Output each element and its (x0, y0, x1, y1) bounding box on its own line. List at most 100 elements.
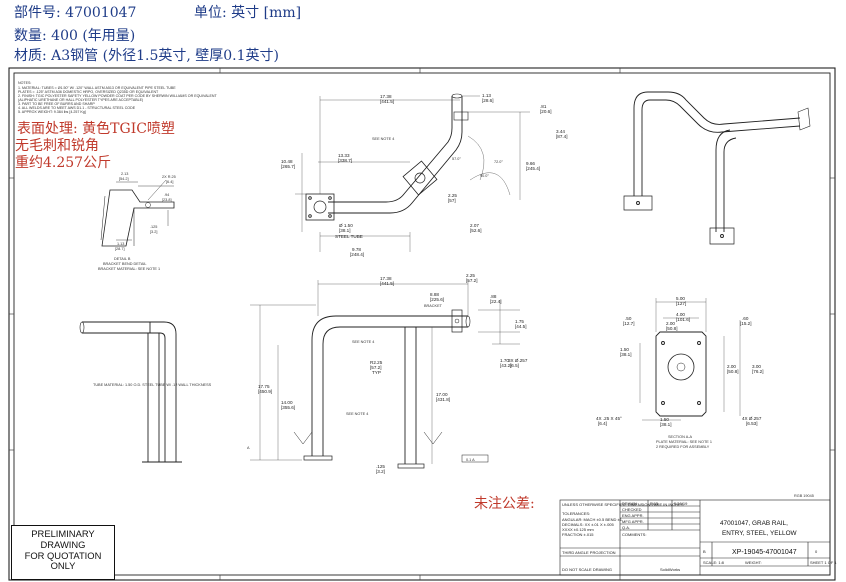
dim-text: [6.5] (510, 363, 519, 368)
front-view (250, 280, 520, 469)
dim-text: [23.8] (162, 198, 172, 202)
dim-text: 2X R.25 (162, 175, 176, 179)
ref-code: RGB 19045 (794, 494, 814, 498)
tb-text: FRACTION ±.015 (562, 532, 594, 537)
note-line: 3. PART TO BE FREE OF BURRS AND SHARP (18, 102, 95, 106)
material-label: 材质: A3钢管 (外径1.5英寸, 壁厚0.1英寸) (14, 48, 279, 64)
dim-text: [441.5] (380, 281, 394, 286)
tb-text: TOLERANCES: (562, 511, 590, 516)
bracket-label: BRACKET (424, 304, 443, 308)
dim-text: 10.48 (281, 159, 293, 164)
dim-text: 17.38 (380, 94, 392, 99)
tb-text: UNLESS OTHERWISE SPECIFIED: DIMENSIONS A… (562, 502, 684, 507)
side-view (79, 321, 182, 463)
notes-title: NOTES: (18, 81, 31, 85)
drawing-title: 47001047, GRAB RAIL, (720, 520, 788, 527)
dim-text: [338.7] (338, 158, 352, 163)
tb-text: RAB (650, 501, 659, 506)
dim-text: [101.6] (676, 317, 690, 322)
dim-text: 17.00 (436, 392, 448, 397)
dim-text: [43.2] (500, 363, 512, 368)
detail-label: BRACKET BEND DETAIL (103, 262, 147, 266)
dim-text: [6.4] (166, 180, 173, 184)
dim-text: [6.53] (746, 421, 758, 426)
dim-text: R2.25 (370, 360, 383, 365)
dim-text: 2.00 (666, 321, 675, 326)
weight-annotation: 重约4.257公斤 (15, 155, 112, 171)
dim-text: .94 (164, 193, 169, 197)
top-view (295, 93, 530, 252)
tb-text: B (703, 549, 706, 554)
dim-text: 1.13 (117, 242, 124, 246)
dim-text: [248.4] (350, 252, 364, 257)
dim-text: [6.4] (598, 421, 607, 426)
dim-text: 1.70 (500, 358, 509, 363)
zone-ticks (9, 68, 835, 580)
title-block (559, 499, 831, 576)
dim-text: .50 (625, 316, 632, 321)
note-line: (ALIPHATIC URETHANE OR HALL POLYESTER TY… (18, 98, 143, 102)
detail-b-view (100, 179, 175, 247)
tb-text: WEIGHT: (745, 560, 762, 565)
dim-text: 14.00 (281, 400, 293, 405)
front-view-dims: 17.38 [441.5] 2.25 [57.2] 8.88 [225.6] B… (247, 273, 528, 474)
dim-text: [450.9] (258, 389, 272, 394)
dim-text: [57.2] (370, 365, 382, 370)
tb-text: 5/16/19 (674, 501, 688, 506)
dim-text: 3.00 (752, 364, 761, 369)
tb-text: Q.A. (622, 525, 630, 530)
dim-text: [28.6] (482, 98, 494, 103)
dim-text: [3.2] (376, 469, 385, 474)
dim-text: [355.6] (281, 405, 295, 410)
dim-text: 5.00 (676, 296, 685, 301)
dim-text: STEEL TUBE (335, 234, 363, 239)
dim-text: [20.6] (540, 109, 552, 114)
dim-text: [38.1] (339, 228, 351, 233)
tb-text: DRAWN (622, 501, 637, 506)
dim-text: 2.25 (466, 273, 475, 278)
dim-text: .88 (490, 294, 497, 299)
dim-text: .125 (150, 225, 157, 229)
note-line: 4. ALL WELDS ARE TO MEET AWS D1.1 - STRU… (18, 106, 136, 110)
dim-text: 13.33 (338, 153, 350, 158)
note-line: 2. FINISH: TGIC POLYESTER SAFETY YELLOW … (18, 94, 217, 98)
stamp-line: FOR QUOTATION ONLY (24, 549, 102, 572)
edge-annotation: 无毛刺和锐角 (15, 138, 99, 154)
dim-text: 1.13 (482, 93, 491, 98)
tb-text: DO NOT SCALE DRAWING (562, 567, 612, 572)
section-label: 2 REQUIRED FOR ASSEMBLY (656, 445, 710, 449)
note-line: 5. APPROX WEIGHT: 9.384 lbs [4.257 Kg] (18, 110, 86, 114)
tb-text: SolidWorks (660, 567, 680, 572)
dim-text: [28.7] (115, 247, 125, 251)
dim-text: [38.1] (660, 422, 672, 427)
datum-label: A (247, 446, 250, 450)
see-note-label: SEE NOTE 4 (346, 412, 368, 416)
dim-text: [265.7] (281, 164, 295, 169)
section-label: PLATE MATERIAL: SEE NOTE 1 (656, 440, 712, 444)
stamp-line: DRAWING (40, 538, 86, 550)
tb-text: COMMENTS: (622, 532, 646, 537)
title-block-text: UNLESS OTHERWISE SPECIFIED: DIMENSIONS A… (562, 501, 837, 572)
dim-text: [225.6] (430, 297, 444, 302)
tb-text: SCALE: 1:8 (703, 560, 725, 565)
dim-text: [431.8] (436, 397, 450, 402)
side-view-label: TUBE MATERIAL: 1.50 O.D. STEEL TUBE W/ .… (93, 383, 212, 387)
flatness-callout: 0.1 A (466, 458, 475, 462)
notes-block: NOTES: 1. MATERIAL: TUBES = Ø1.50" W/ .1… (18, 81, 217, 114)
dim-text: [50.8] (666, 326, 678, 331)
plate-section-dims: 5.00 [127] 4.00 [101.6] 2.00 [50.8] .50 … (596, 296, 764, 449)
dim-text: [3.2] (150, 230, 157, 234)
dim-text: 3X Ø.257 (508, 358, 528, 363)
dim-text: 17.75 (258, 384, 270, 389)
tb-text: ANGULAR: MACH ±0.5 BEND ±1 (562, 517, 623, 522)
dim-text: Ø 1.50 (339, 223, 353, 228)
angle-text: 57.0° (452, 157, 461, 161)
dim-text: [38.1] (620, 352, 632, 357)
dim-text: [50.8] (727, 369, 739, 374)
dim-text: .125 (376, 464, 385, 469)
detail-b-dims: 2.13 [54.2] 2X R.25 [6.4] .94 [23.8] .12… (98, 172, 176, 271)
dim-text: [57] (448, 198, 456, 203)
tube-material-note: TUBE MATERIAL: 1.50 O.D. STEEL TUBE W/ .… (93, 383, 212, 387)
dim-text: [12.7] (623, 321, 635, 326)
